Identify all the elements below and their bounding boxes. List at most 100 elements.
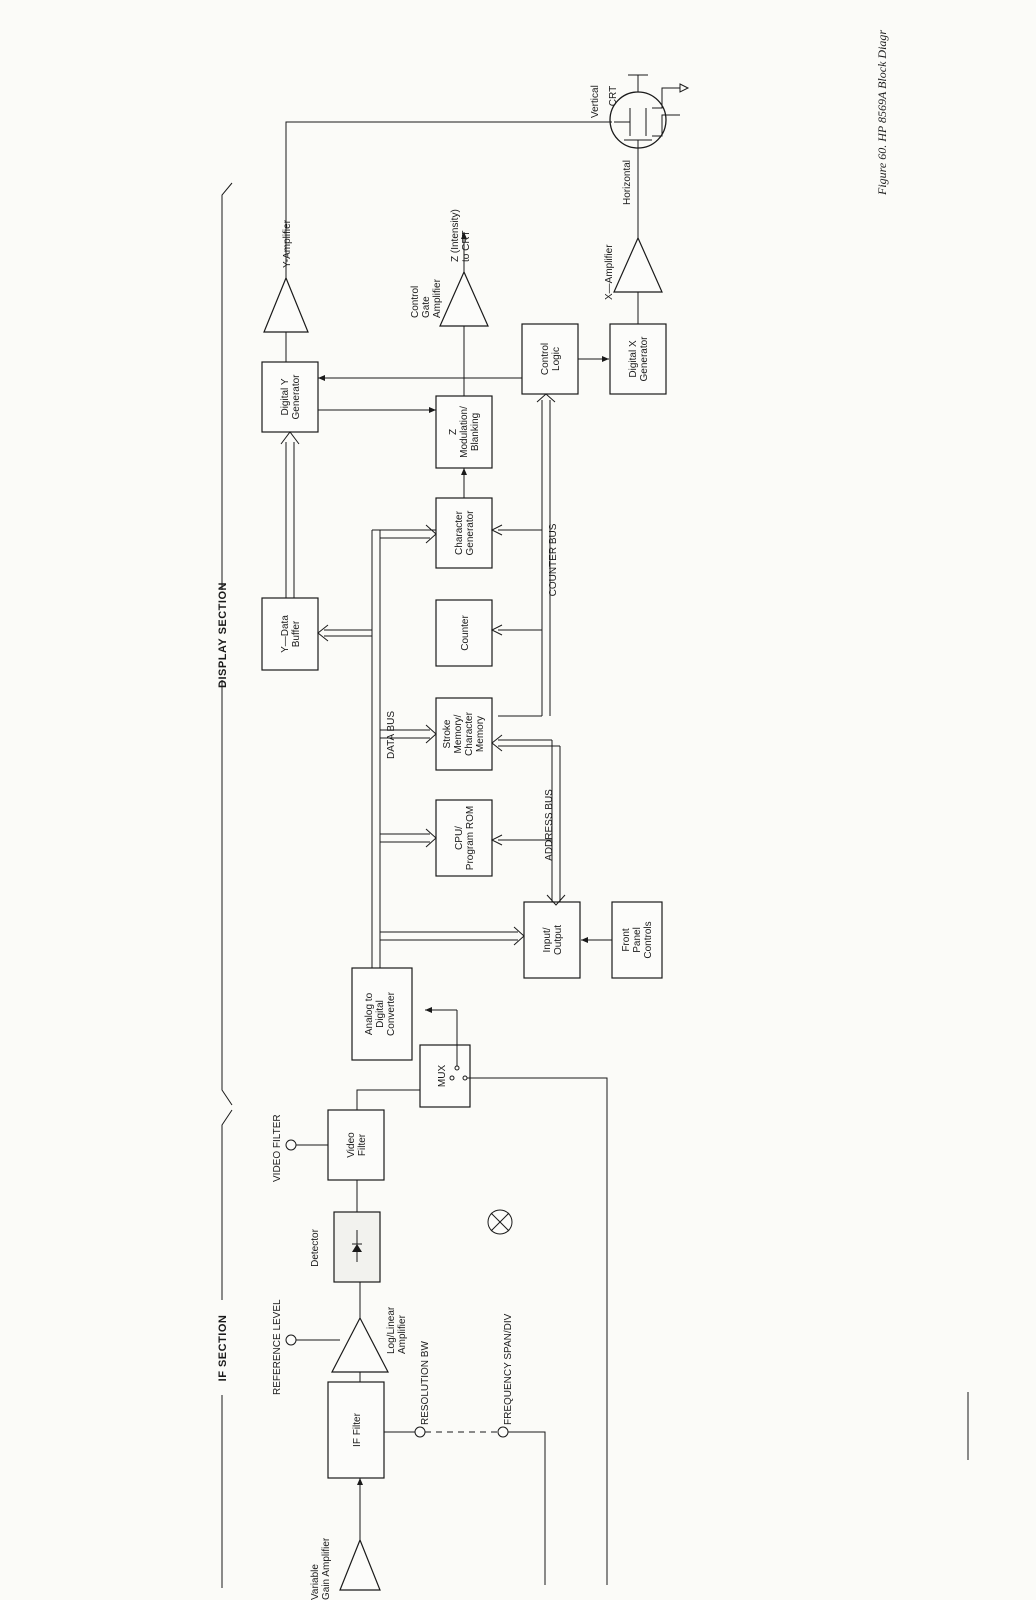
display-section-label: DISPLAY SECTION (217, 582, 229, 688)
cpu-block (435, 799, 493, 877)
if-filter-block (327, 1381, 385, 1479)
control-logic-label: Control Logic (540, 343, 562, 375)
front-panel-label: Front Panel Controls (621, 921, 654, 958)
digital-x-label: Digital X Generator (628, 336, 650, 382)
adc-label: Analog to Digital Converter (364, 991, 397, 1036)
video-filter-knob (285, 1139, 297, 1151)
variable-gain-amplifier (339, 1538, 381, 1591)
stroke-memory-label: Stroke Memory/ Character Memory (442, 711, 486, 756)
counter-bus (490, 393, 556, 717)
y-data-buffer-label: Y—Data Buffer (280, 615, 302, 653)
control-gate-amplifier (439, 270, 489, 327)
adc-label-line2: Digital (375, 1000, 386, 1028)
mux-switch-icon (449, 1010, 468, 1081)
character-generator-label: Character Generator (454, 510, 476, 556)
mux-block (419, 1044, 471, 1108)
control-logic-label-line2: Logic (551, 347, 562, 371)
stroke-memory-label-line1: Stroke (442, 719, 453, 748)
character-generator-block (435, 497, 493, 569)
frequency-span-knob (497, 1426, 509, 1438)
video-filter-label: Video Filter (346, 1132, 368, 1158)
wire-video-mux (356, 1089, 420, 1110)
stroke-memory-label-line2: Memory/ (453, 714, 464, 753)
reference-level-control-label: REFERENCE LEVEL (272, 1299, 283, 1395)
crt-icon (609, 74, 690, 150)
adc-label-line3: Converter (386, 991, 397, 1036)
counter-block (435, 599, 493, 667)
y-amplifier-label: Y-Amplifier (282, 219, 293, 268)
control-gate-label-line1: Control (410, 286, 421, 318)
z-modulation-block (435, 395, 493, 469)
control-gate-label: Control Gate Amplifier (410, 278, 443, 318)
bus-ybuf-digy-head (280, 431, 300, 445)
stroke-memory-label-line4: Memory (475, 716, 486, 752)
data-bus-label: DATA BUS (386, 711, 397, 759)
detector-label: Detector (310, 1228, 321, 1266)
if-filter-label: IF Filter (352, 1412, 363, 1447)
crt-label: CRT (608, 86, 619, 106)
wire-span-down (508, 1431, 546, 1585)
crossed-circle-icon (487, 1209, 513, 1235)
video-filter-label-line2: Filter (357, 1133, 368, 1156)
control-logic-label-line1: Control (540, 343, 551, 375)
front-panel-label-line3: Controls (643, 921, 654, 958)
crt-horizontal-label: Horizontal (622, 160, 633, 205)
x-amplifier (613, 236, 663, 293)
crt-vertical-label: Vertical (590, 85, 601, 118)
address-bus-label: ADDRESS BUS (544, 789, 555, 861)
cpu-label-line2: Program ROM (465, 806, 476, 870)
digital-y-label: Digital Y Generator (280, 374, 302, 420)
log-linear-amplifier (331, 1316, 389, 1373)
input-output-label-line2: Output (553, 925, 564, 955)
figure-caption: Figure 60. HP 8569A Block Diagr (875, 30, 889, 196)
log-linear-label: Log/Linear Amplifier (386, 1306, 408, 1354)
digital-x-block (609, 323, 667, 395)
frequency-span-control-label: FREQUENCY SPAN/DIV (503, 1313, 514, 1425)
variable-gain-label-line1: Variable (310, 1564, 321, 1600)
character-generator-label-line2: Generator (465, 510, 476, 556)
counter-label: Counter (460, 615, 471, 651)
cpu-label: CPU/ Program ROM (454, 806, 476, 870)
cpu-label-line1: CPU/ (454, 826, 465, 850)
video-filter-label-line1: Video (346, 1132, 357, 1158)
reference-level-knob (285, 1334, 297, 1346)
digital-y-label-line1: Digital Y (280, 378, 291, 415)
front-panel-label-line2: Panel (632, 927, 643, 953)
input-output-block (523, 901, 581, 979)
log-linear-label-line2: Amplifier (397, 1314, 408, 1354)
y-data-buffer-label-line2: Buffer (291, 620, 302, 647)
stroke-memory-block (435, 697, 493, 771)
variable-gain-label: Variable Gain Amplifier (310, 1537, 332, 1600)
z-modulation-label-line1: Z (448, 429, 459, 435)
resolution-bw-knob (414, 1426, 426, 1438)
x-amplifier-label: X—Amplifier (604, 244, 615, 300)
if-section-label: IF SECTION (217, 1315, 229, 1382)
mux-label: MUX (437, 1065, 448, 1088)
data-bus (317, 524, 525, 968)
diode-icon (352, 1230, 362, 1262)
input-output-label-line1: Input/ (542, 927, 553, 952)
variable-gain-label-line2: Gain Amplifier (321, 1537, 332, 1600)
digital-y-label-line2: Generator (291, 374, 302, 420)
adc-block (351, 967, 413, 1061)
y-amplifier (263, 276, 309, 333)
control-gate-label-line3: Amplifier (432, 278, 443, 318)
resolution-bw-control-label: RESOLUTION BW (420, 1341, 431, 1425)
adc-label-line1: Analog to (364, 992, 375, 1035)
z-modulation-label: Z Modulation/ Blanking (448, 406, 481, 458)
video-filter-control-label: VIDEO FILTER (272, 1114, 283, 1182)
front-panel-label-line1: Front (621, 928, 632, 952)
counter-bus-label: COUNTER BUS (548, 523, 559, 596)
stroke-memory-label-line3: Character (464, 711, 475, 756)
z-output-label-line2: to CRT (461, 231, 472, 263)
character-generator-label-line1: Character (454, 510, 465, 555)
log-linear-label-line1: Log/Linear (386, 1306, 397, 1354)
z-output-label-line1: Z (Intensity) (450, 209, 461, 262)
z-modulation-label-line3: Blanking (470, 413, 481, 451)
address-bus (490, 734, 566, 906)
y-data-buffer-block (261, 597, 319, 671)
z-modulation-label-line2: Modulation/ (459, 406, 470, 458)
input-output-label: Input/ Output (542, 925, 564, 955)
y-data-buffer-label-line1: Y—Data (280, 615, 291, 653)
